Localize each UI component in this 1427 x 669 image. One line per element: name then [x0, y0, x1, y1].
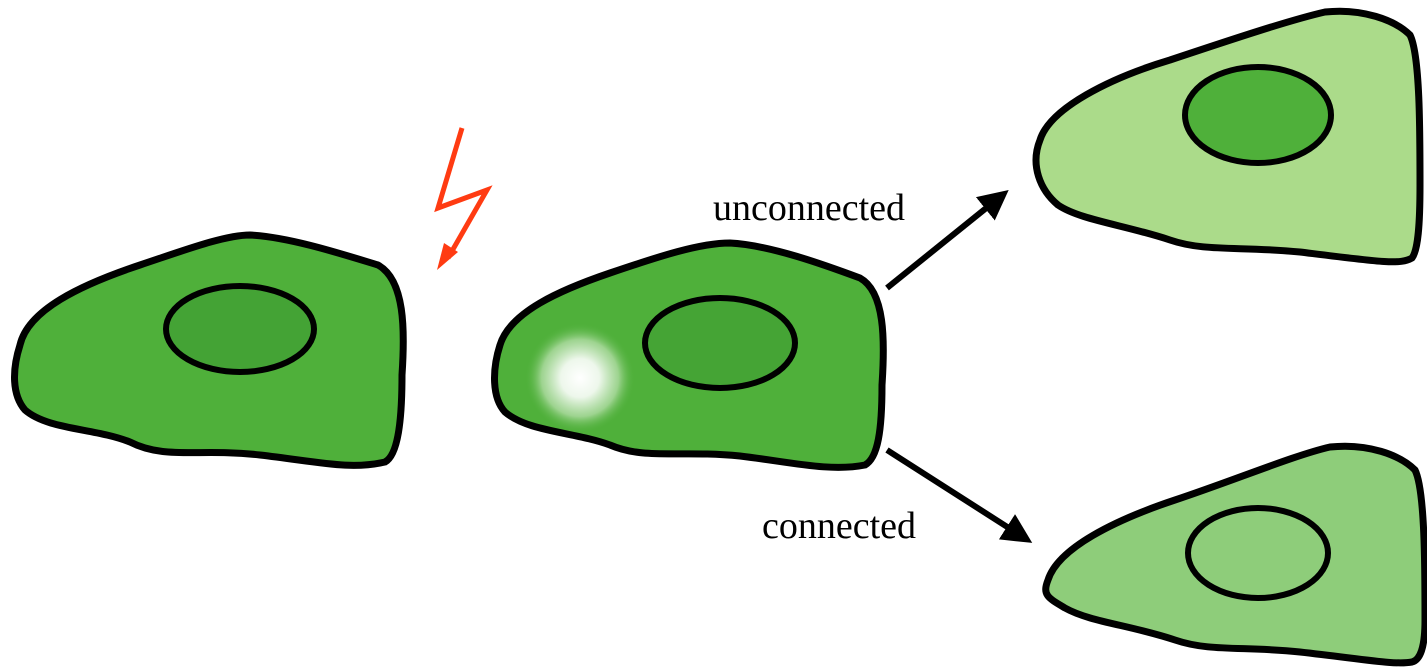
- arrow-unconnected: [885, 189, 1009, 291]
- laser-bolt-head: [437, 243, 458, 270]
- cell-initial: [11, 231, 407, 469]
- cell-unconnected: [1032, 7, 1424, 266]
- cell-bleached: [491, 239, 887, 471]
- cell-bleached-nucleus: [642, 295, 798, 391]
- label-unconnected: unconnected: [713, 187, 905, 229]
- arrow-connected: [885, 447, 1033, 543]
- cell-connected-nucleus: [1185, 505, 1331, 601]
- label-connected: connected: [762, 505, 916, 547]
- laser-bolt-line: [434, 127, 493, 260]
- cell-connected: [1042, 442, 1427, 667]
- bleach-spot: [525, 323, 635, 433]
- cell-unconnected-nucleus: [1182, 64, 1334, 166]
- lightning-bolt-icon: [434, 127, 493, 270]
- cell-initial-nucleus: [163, 283, 317, 375]
